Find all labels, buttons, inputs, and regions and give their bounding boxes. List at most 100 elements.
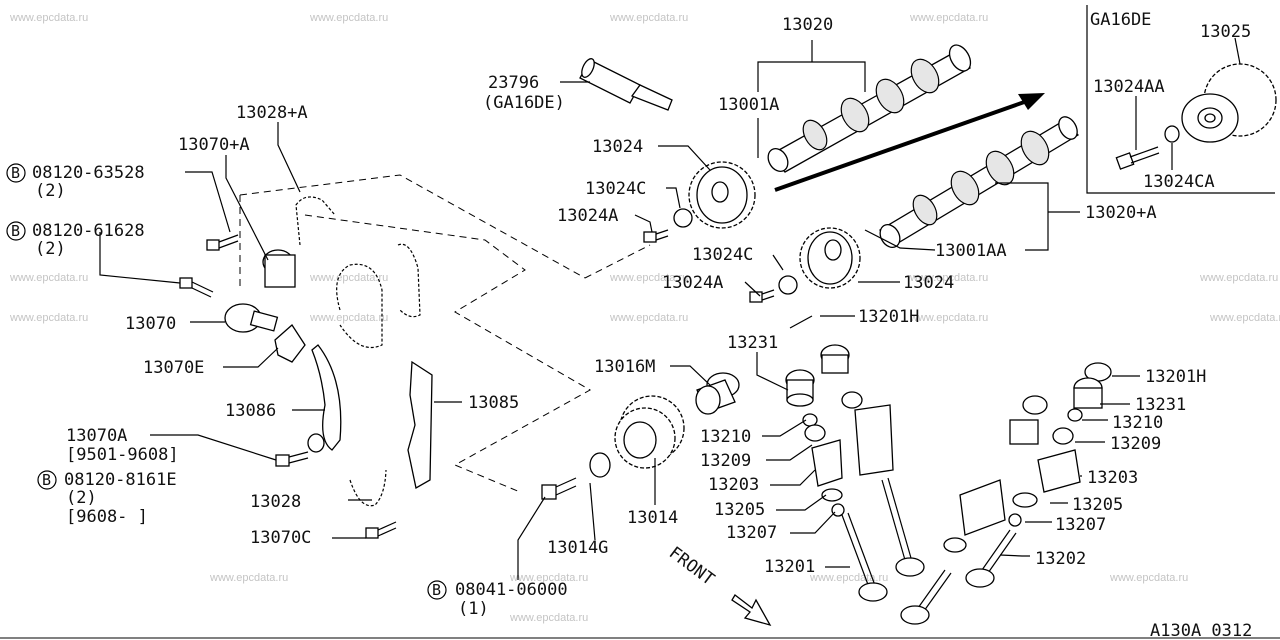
- label-13020a: 13020+A: [1085, 203, 1157, 223]
- label-13001aa: 13001AA: [935, 241, 1007, 261]
- label-08041-06000: 08041-06000: [455, 580, 568, 600]
- label-13014: 13014: [627, 508, 678, 528]
- label-13024-mid: 13024: [903, 273, 954, 293]
- label-13201h-left: 13201H: [858, 307, 919, 327]
- chain-slack-guide: [311, 344, 342, 451]
- label-13085: 13085: [468, 393, 519, 413]
- watermark: www.epcdata.ru: [1109, 572, 1188, 584]
- front-label: FRONT: [665, 543, 718, 590]
- label-13028: 13028: [250, 492, 301, 512]
- label-qty: (2): [35, 239, 66, 259]
- label-qty: (1): [458, 599, 489, 619]
- label-qty: (2): [35, 181, 66, 201]
- chain-tensioner: [224, 249, 296, 333]
- intake-camshaft: [879, 116, 1079, 248]
- bolt: [206, 234, 239, 251]
- bolt: [365, 521, 397, 539]
- label-23796: 23796: [488, 73, 539, 93]
- watermark: www.epcdata.ru: [809, 572, 888, 584]
- label-13070: 13070: [125, 314, 176, 334]
- bolt-symbol: B: [42, 471, 51, 489]
- bolt-ref-3: B 08120-8161E (2) [9608- ]: [37, 470, 177, 527]
- watermark: www.epcdata.ru: [309, 12, 388, 24]
- watermark: www.epcdata.ru: [9, 12, 88, 24]
- crank-bolt: [541, 477, 577, 500]
- front-arrow: FRONT: [665, 543, 772, 627]
- bolt: [749, 289, 775, 303]
- part-labels: 13020 23796 (GA16DE) 13001A 13024 13024C…: [6, 15, 1252, 640]
- label-13070a-date: [9501-9608]: [66, 445, 179, 465]
- watermark: www.epcdata.ru: [909, 312, 988, 324]
- camshaft-sprocket-vtc: [1181, 63, 1277, 143]
- watermarks: www.epcdata.ru www.epcdata.ru www.epcdat…: [9, 12, 1280, 624]
- label-13205-right: 13205: [1072, 495, 1123, 515]
- label-13203-left: 13203: [708, 475, 759, 495]
- label-13001a: 13001A: [718, 95, 779, 115]
- watermark: www.epcdata.ru: [509, 612, 588, 624]
- bolt-ref-2: B 08120-61628 (2): [6, 221, 145, 259]
- label-13025: 13025: [1200, 22, 1251, 42]
- guide-pivot: [307, 433, 325, 453]
- label-08120-63528: 08120-63528: [32, 163, 145, 183]
- bolt-ref-1: B 08120-63528 (2): [6, 163, 145, 201]
- label-13209-left: 13209: [700, 451, 751, 471]
- watermark: www.epcdata.ru: [209, 572, 288, 584]
- label-13209-right: 13209: [1110, 434, 1161, 454]
- label-13086: 13086: [225, 401, 276, 421]
- label-13024-top: 13024: [592, 137, 643, 157]
- label-13210-left: 13210: [700, 427, 751, 447]
- label-13231-left: 13231: [727, 333, 778, 353]
- exhaust-camshaft: [767, 44, 972, 173]
- label-13020: 13020: [782, 15, 833, 35]
- timing-chain-upper: [295, 196, 421, 349]
- watermark: www.epcdata.ru: [609, 272, 688, 284]
- washer: [1164, 125, 1180, 143]
- label-13016m: 13016M: [594, 357, 655, 377]
- sprocket-plate: [695, 372, 740, 415]
- label-13231-right: 13231: [1135, 395, 1186, 415]
- inset-title: GA16DE: [1090, 10, 1151, 30]
- watermark: www.epcdata.ru: [609, 312, 688, 324]
- watermark: www.epcdata.ru: [309, 272, 388, 284]
- washer: [673, 208, 693, 228]
- label-qty: (2): [66, 488, 97, 508]
- watermark: www.epcdata.ru: [509, 572, 588, 584]
- valve-train-right: [900, 362, 1112, 625]
- camshaft-position-sensor: [579, 58, 673, 111]
- label-23796-note: (GA16DE): [483, 93, 565, 113]
- camshaft-sprocket-upper: [688, 161, 756, 229]
- timing-chain-lower: [349, 469, 387, 507]
- label-13203-right: 13203: [1087, 468, 1138, 488]
- bolt: [179, 277, 214, 298]
- tensioner-gasket: [274, 324, 306, 363]
- bolt: [643, 229, 669, 243]
- label-13202: 13202: [1035, 549, 1086, 569]
- valve-train-left: [785, 344, 925, 602]
- bolt: [275, 451, 309, 467]
- watermark: www.epcdata.ru: [309, 312, 388, 324]
- label-13205-left: 13205: [714, 500, 765, 520]
- washer: [778, 275, 798, 295]
- label-08120-61628: 08120-61628: [32, 221, 145, 241]
- label-13210-right: 13210: [1112, 413, 1163, 433]
- camshaft-sprocket-lower: [799, 227, 861, 289]
- label-13070e: 13070E: [143, 358, 204, 378]
- watermark: www.epcdata.ru: [609, 12, 688, 24]
- label-13070c: 13070C: [250, 528, 311, 548]
- diagram-code: A130A 0312: [1150, 621, 1252, 640]
- label-date: [9608- ]: [66, 507, 148, 527]
- label-13070a-top: 13070+A: [178, 135, 250, 155]
- label-13201: 13201: [764, 557, 815, 577]
- label-13028a: 13028+A: [236, 103, 308, 123]
- label-13207-right: 13207: [1055, 515, 1106, 535]
- bolt-symbol: B: [11, 164, 20, 182]
- inset-ga16de: GA16DE: [1086, 5, 1277, 194]
- watermark: www.epcdata.ru: [909, 12, 988, 24]
- watermark: www.epcdata.ru: [9, 312, 88, 324]
- label-13024c-mid: 13024C: [692, 245, 753, 265]
- bolt-symbol: B: [432, 581, 441, 599]
- bolt: [1115, 146, 1160, 170]
- washer: [589, 452, 611, 478]
- watermark: www.epcdata.ru: [909, 272, 988, 284]
